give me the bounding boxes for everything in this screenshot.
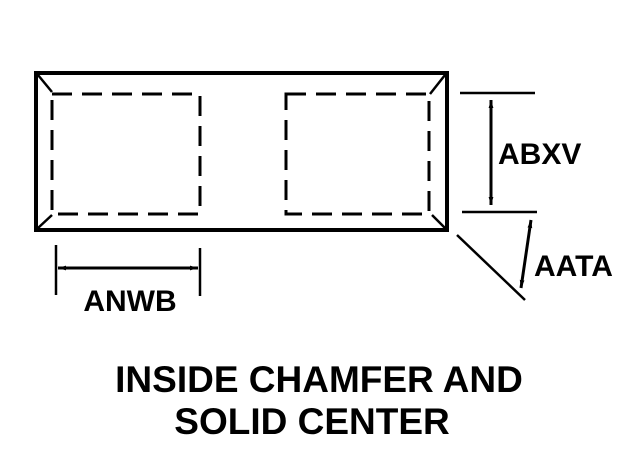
aata-dimension <box>456 219 533 301</box>
anwb-dimension <box>54 245 202 296</box>
chamfer-lines <box>37 74 446 229</box>
left-dashed-window <box>50 92 202 216</box>
anwb-label: ANWB <box>83 285 176 318</box>
aata-label: AATA <box>534 250 613 283</box>
right-dashed-window <box>284 92 431 216</box>
abxv-label: ABXV <box>498 138 581 171</box>
outer-frame <box>34 71 449 232</box>
title-line-2: SOLID CENTER <box>174 401 449 442</box>
abxv-dimension <box>460 91 537 214</box>
title-line-1: INSIDE CHAMFER AND <box>115 359 523 400</box>
